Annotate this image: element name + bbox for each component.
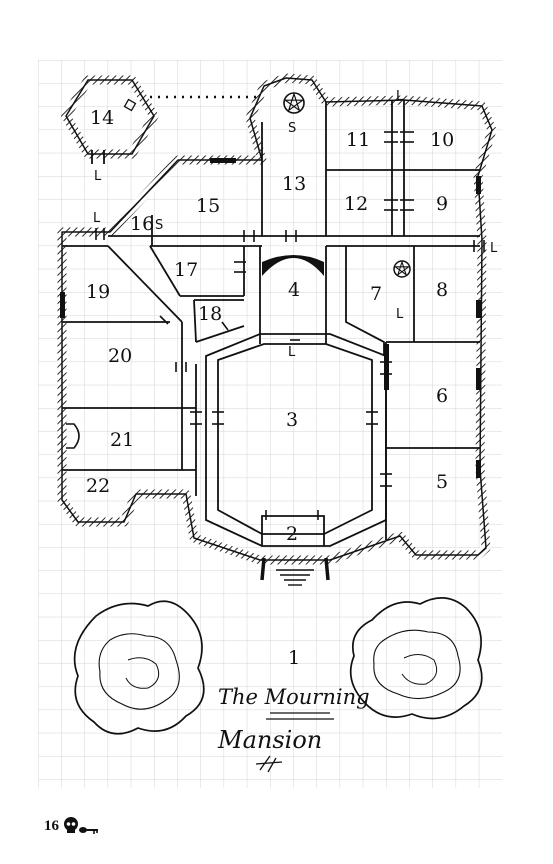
skull-icon bbox=[64, 817, 98, 834]
stairs-icon bbox=[260, 557, 330, 586]
room-label-20: 20 bbox=[108, 345, 132, 367]
signature-mark bbox=[255, 755, 283, 773]
room-label-2: 2 bbox=[286, 523, 298, 545]
page-number: 16 bbox=[44, 818, 59, 834]
fireplace-icon bbox=[66, 423, 80, 449]
room-label-13: 13 bbox=[282, 173, 306, 195]
title-line-1: The Mourning bbox=[218, 685, 370, 709]
locked-door-marker: L bbox=[490, 241, 498, 256]
room-label-14: 14 bbox=[90, 107, 114, 129]
room-label-8: 8 bbox=[436, 279, 448, 301]
room-label-4: 4 bbox=[288, 279, 300, 301]
title-line-2: Mansion bbox=[217, 726, 322, 754]
tower-window bbox=[123, 98, 137, 112]
room-label-3: 3 bbox=[286, 409, 298, 431]
door-markers: S S L L L L L L bbox=[93, 89, 498, 360]
tree-icon bbox=[349, 597, 483, 720]
locked-door-marker: L bbox=[396, 307, 404, 322]
pentagram-icon bbox=[393, 260, 411, 278]
room-label-21: 21 bbox=[110, 429, 134, 451]
room-label-16: 16 bbox=[130, 213, 154, 235]
thick-walls bbox=[60, 158, 481, 478]
graph-grid bbox=[38, 60, 502, 788]
room-label-22: 22 bbox=[86, 475, 110, 497]
room-label-7: 7 bbox=[370, 283, 382, 305]
locked-door-marker: L bbox=[94, 169, 102, 184]
room-label-18: 18 bbox=[198, 303, 222, 325]
locked-door-marker: L bbox=[93, 211, 101, 226]
secret-door-marker: S bbox=[155, 218, 163, 233]
room-label-19: 19 bbox=[86, 281, 110, 303]
room-label-17: 17 bbox=[174, 259, 198, 281]
map-title: The Mourning Mansion bbox=[217, 685, 370, 773]
room-2-vestibule bbox=[261, 515, 325, 546]
room-4-arch bbox=[262, 255, 324, 276]
pentagram-icon bbox=[283, 92, 305, 114]
room-label-11: 11 bbox=[346, 129, 370, 151]
secret-door-marker: S bbox=[288, 121, 296, 136]
tower-wall-line bbox=[65, 79, 155, 155]
door-marks bbox=[95, 131, 485, 520]
room-label-12: 12 bbox=[344, 193, 368, 215]
room-label-15: 15 bbox=[196, 195, 220, 217]
locked-door-marker: L bbox=[396, 89, 404, 104]
locked-door-marker: L bbox=[288, 345, 296, 360]
room-label-5: 5 bbox=[436, 471, 448, 493]
room-label-10: 10 bbox=[430, 129, 454, 151]
mansion-outer-wall-inner-line bbox=[61, 77, 493, 561]
tree-icon bbox=[73, 600, 205, 735]
room-label-9: 9 bbox=[436, 193, 448, 215]
room-label-1: 1 bbox=[288, 647, 300, 669]
key-icon bbox=[79, 827, 98, 834]
room-labels: 1 2 3 4 5 6 7 8 9 10 11 12 13 14 15 16 1… bbox=[86, 107, 454, 669]
room-label-6: 6 bbox=[436, 385, 448, 407]
